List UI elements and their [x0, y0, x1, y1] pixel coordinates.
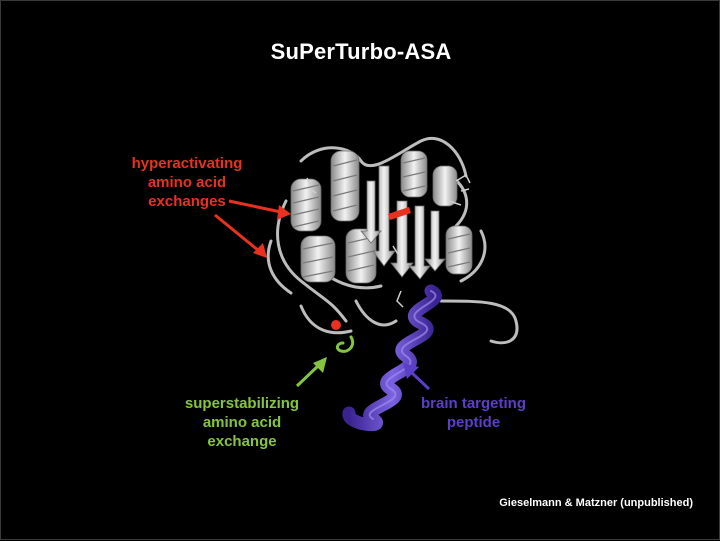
hyperactivating-label-line-3: exchanges — [148, 193, 226, 210]
brain-targeting-label-line-2: peptide — [446, 414, 501, 431]
superstabilizing-label: superstabilizing amino acid exchange — [167, 394, 317, 451]
slide-title: SuPerTurbo-ASA — [270, 39, 452, 64]
hyperactivating-label-line-2: amino acid — [147, 174, 227, 191]
helix-stripes — [292, 157, 471, 278]
brain-targeting-label-line-1: brain targeting — [420, 395, 526, 412]
credit-note: Gieselmann & Matzner (unpublished) — [499, 497, 693, 509]
superstabilizing-label-line-1: superstabilizing — [184, 395, 300, 412]
side-chains — [306, 173, 471, 308]
superstabilizing-label-line-3: exchange — [207, 433, 277, 450]
blue-arrow — [403, 363, 431, 391]
brain-targeting-label: brain targeting peptide — [401, 394, 546, 432]
hyperactivating-label-line-1: hyperactivating — [131, 155, 243, 172]
arrow-to-top-site — [228, 199, 282, 214]
superstabilizing-label-line-2: amino acid — [202, 414, 282, 431]
red-arrows — [214, 199, 291, 258]
hyperactivating-sites — [331, 207, 411, 330]
hyperactivating-label: hyperactivating amino acid exchanges — [113, 154, 261, 211]
arrow-to-lower-site — [214, 213, 260, 253]
green-arrow — [295, 357, 327, 388]
superstabilizing-site — [335, 335, 355, 353]
